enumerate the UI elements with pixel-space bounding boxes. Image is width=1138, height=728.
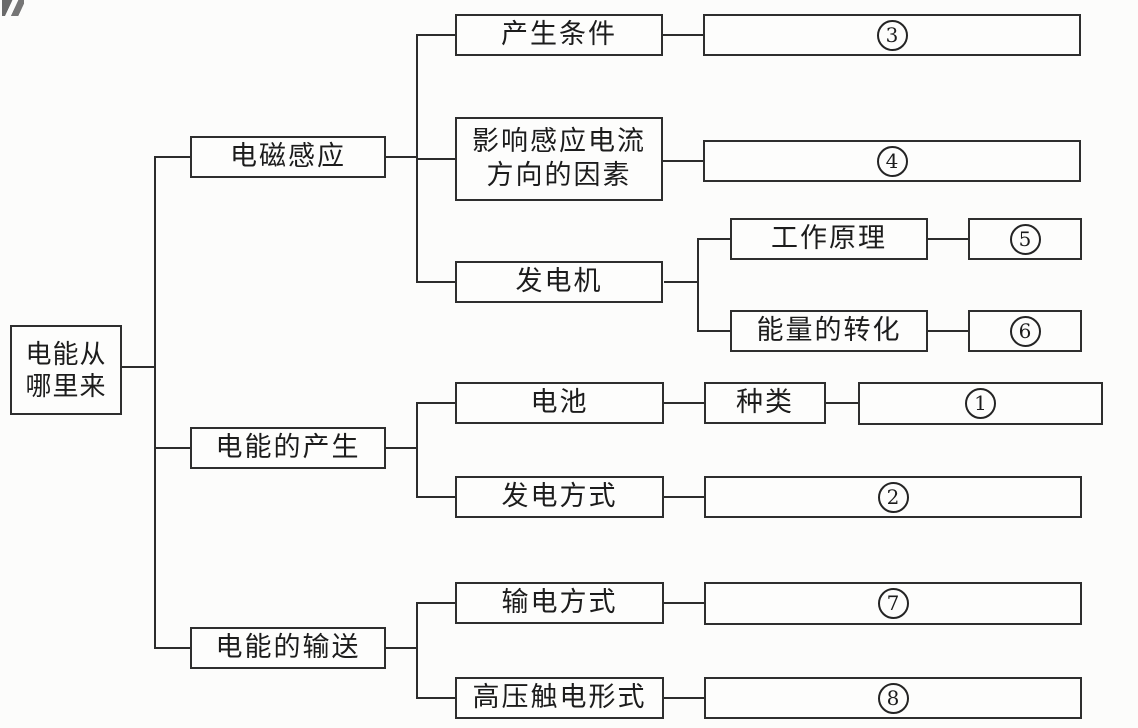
- answer-box-6: 6: [968, 310, 1082, 352]
- connector-line: [664, 281, 698, 283]
- connector-line: [418, 402, 455, 404]
- connector-line: [664, 602, 704, 604]
- answer-box-1: 1: [858, 382, 1103, 425]
- node-label: 电能的产生: [215, 432, 361, 463]
- connector-line: [156, 447, 190, 449]
- node-label: 输电方式: [501, 587, 618, 618]
- node-label-line1: 影响感应电流: [472, 126, 646, 157]
- circled-number-8: 8: [877, 682, 909, 714]
- answer-box-5: 5: [968, 218, 1082, 260]
- connector-line: [663, 160, 703, 162]
- circled-number-7: 7: [877, 588, 909, 619]
- node-battery-types: 种类: [704, 382, 826, 424]
- node-label: 高压触电形式: [472, 682, 647, 713]
- node-root-label-line2: 哪里来: [25, 371, 107, 401]
- node-root: 电能从 哪里来: [10, 325, 122, 415]
- trunk-line-main: [154, 156, 156, 649]
- connector-line: [664, 496, 704, 498]
- connector-line: [418, 697, 455, 699]
- node-working-principle: 工作原理: [730, 218, 928, 260]
- connector-line: [418, 496, 455, 498]
- connector-line: [418, 602, 455, 604]
- connector-line: [664, 697, 704, 699]
- circled-number-2: 2: [877, 481, 909, 513]
- node-generator: 发电机: [455, 261, 663, 303]
- circled-number-3: 3: [876, 19, 908, 51]
- node-label: 电池: [530, 387, 589, 418]
- trunk-line-generator: [697, 238, 699, 332]
- circled-number-5: 5: [1009, 223, 1041, 255]
- connector-line: [663, 34, 703, 36]
- connector-line: [418, 34, 455, 36]
- trunk-line-energy-transmission: [416, 602, 418, 699]
- connector-line: [928, 238, 968, 240]
- answer-box-2: 2: [704, 476, 1082, 518]
- node-transmission-methods: 输电方式: [455, 582, 664, 624]
- trunk-line-energy-production: [416, 402, 418, 498]
- connector-line: [928, 330, 968, 332]
- node-label: 发电机: [515, 266, 603, 297]
- node-label: 电能的输送: [215, 632, 361, 663]
- connector-line: [664, 402, 704, 404]
- connector-line: [156, 156, 190, 158]
- circled-number-1: 1: [965, 388, 996, 419]
- node-root-label-line1: 电能从: [25, 338, 107, 369]
- node-energy-production: 电能的产生: [190, 427, 386, 469]
- answer-box-7: 7: [704, 582, 1082, 625]
- connector-line: [386, 447, 417, 449]
- connector-line: [156, 647, 190, 649]
- node-label: 电磁感应: [230, 141, 346, 172]
- connector-line: [418, 281, 455, 283]
- answer-box-4: 4: [703, 140, 1081, 182]
- answer-box-8: 8: [704, 677, 1082, 719]
- connector-line: [699, 330, 730, 332]
- connector-line: [386, 647, 417, 649]
- circled-number-6: 6: [1009, 315, 1041, 347]
- node-label: 能量的转化: [756, 315, 902, 346]
- node-energy-conversion: 能量的转化: [730, 310, 928, 352]
- connector-line: [418, 158, 455, 160]
- node-label: 发电方式: [501, 481, 618, 512]
- node-electromagnetic-induction: 电磁感应: [190, 136, 386, 178]
- connector-line: [122, 366, 155, 368]
- connector-line: [386, 156, 417, 158]
- node-high-voltage-shock-forms: 高压触电形式: [455, 677, 664, 719]
- node-label: 产生条件: [501, 19, 617, 50]
- answer-box-3: 3: [703, 14, 1081, 56]
- node-label-line2: 方向的因素: [486, 160, 632, 190]
- connector-line: [699, 238, 730, 240]
- trunk-line-electromagnetic-induction: [416, 34, 418, 283]
- node-power-generation-methods: 发电方式: [455, 476, 664, 518]
- node-generation-conditions: 产生条件: [455, 14, 663, 56]
- node-label: 种类: [736, 387, 794, 418]
- node-label: 工作原理: [771, 223, 887, 254]
- node-induced-current-direction-factors: 影响感应电流 方向的因素: [455, 117, 663, 201]
- node-battery: 电池: [455, 382, 664, 424]
- connector-line: [826, 402, 858, 404]
- scan-artifact: [2, 0, 24, 16]
- node-energy-transmission: 电能的输送: [190, 627, 386, 669]
- circled-number-4: 4: [876, 145, 908, 177]
